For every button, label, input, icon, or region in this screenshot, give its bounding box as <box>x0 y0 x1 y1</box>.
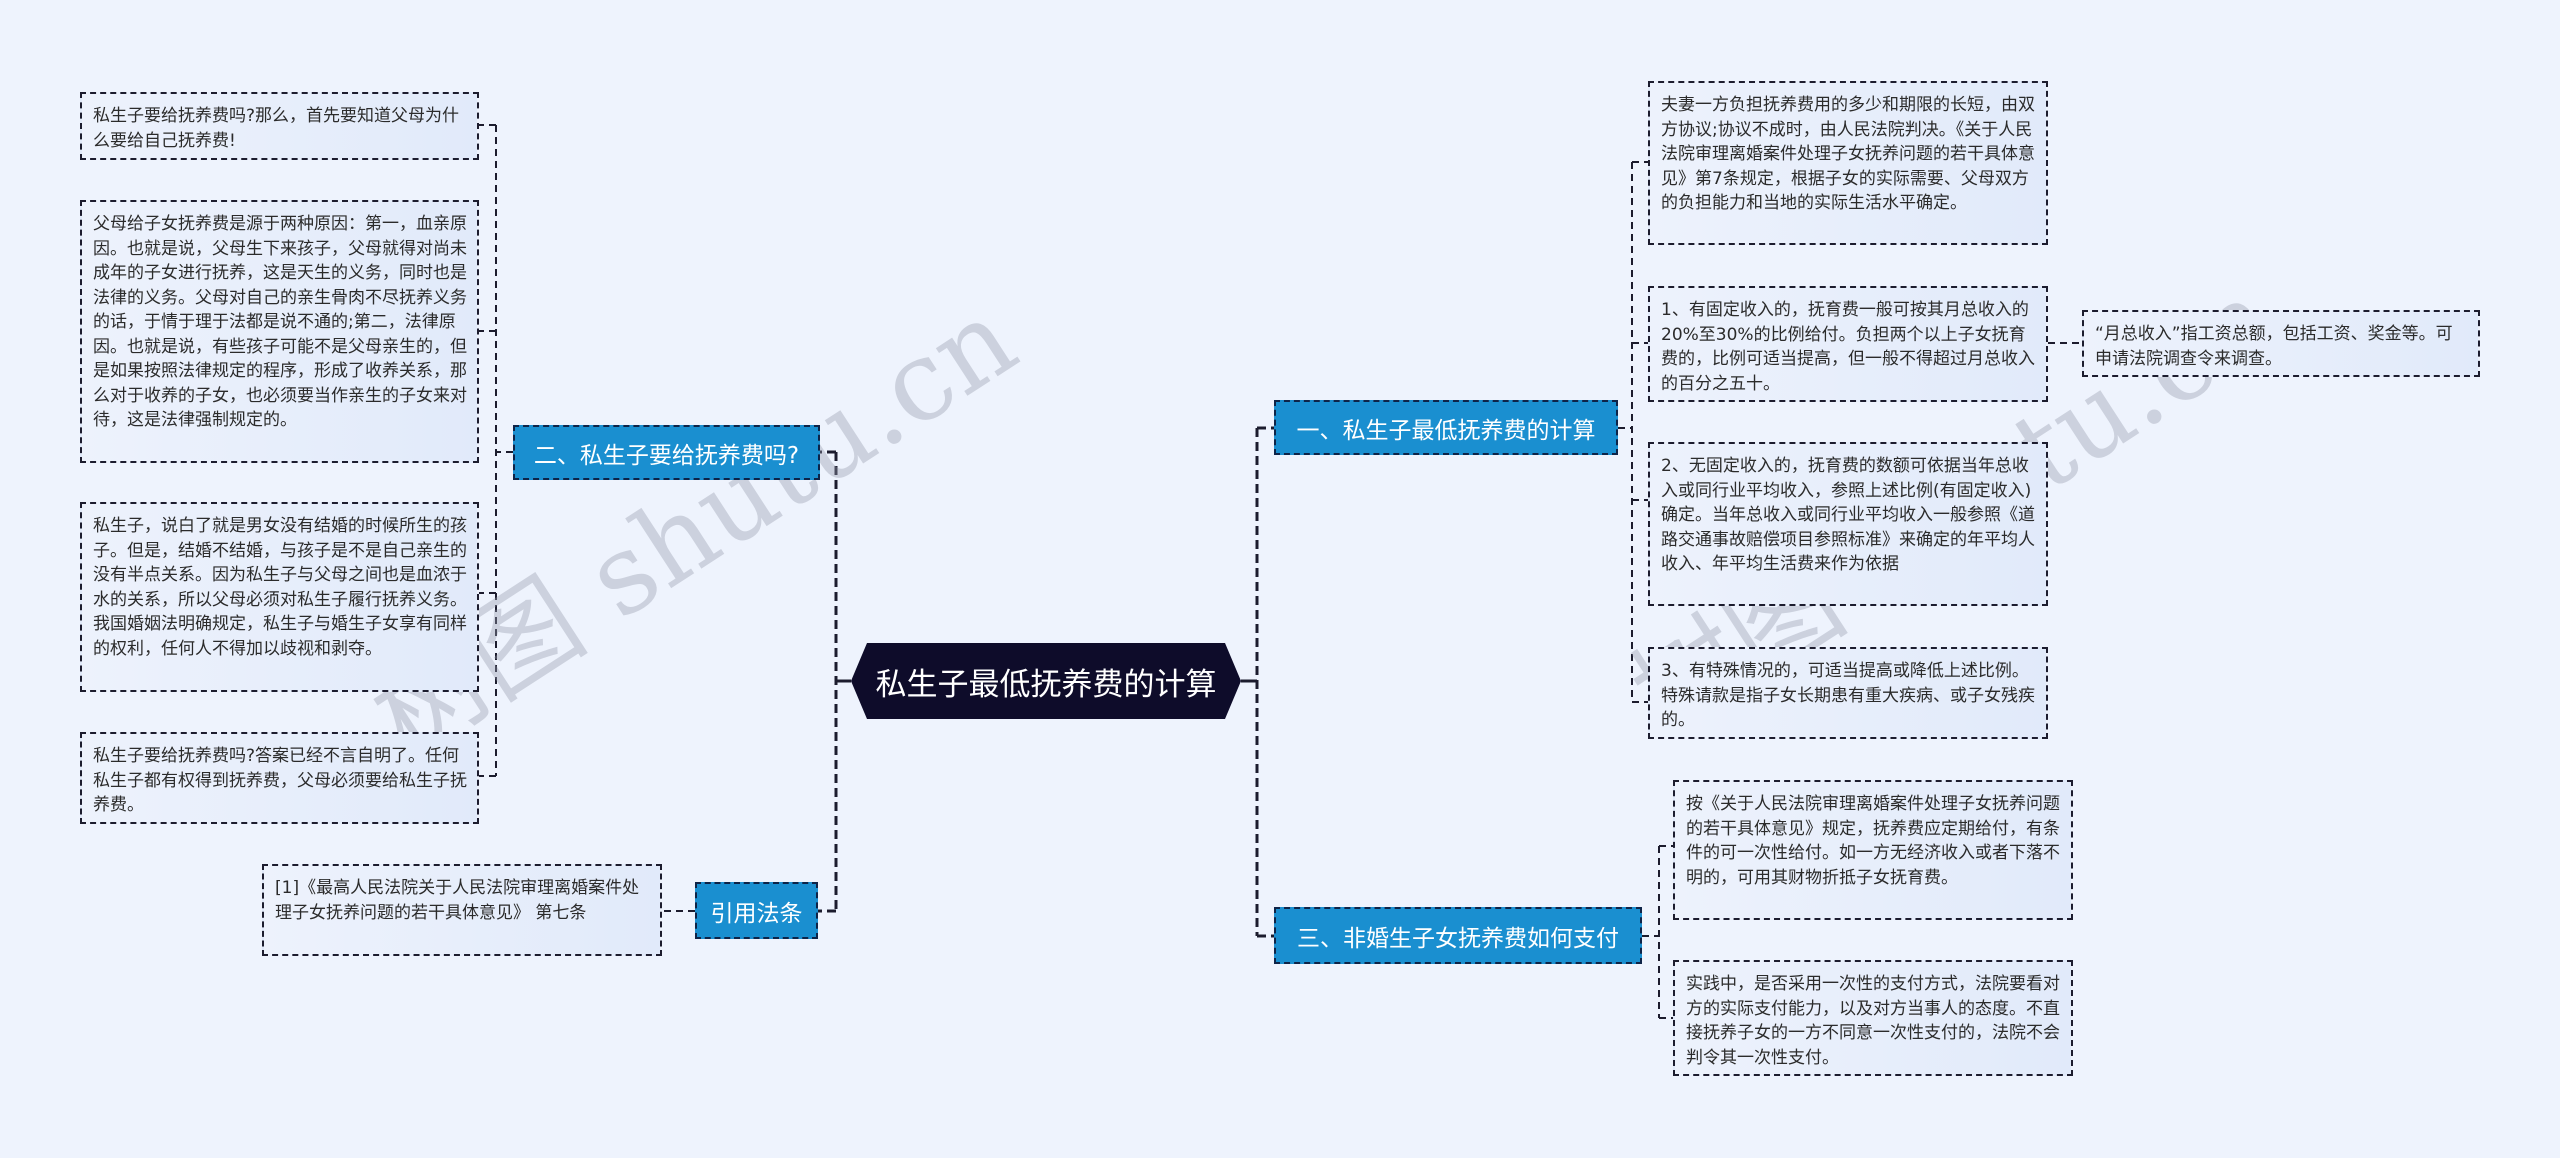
root-title: 私生子最低抚养费的计算 <box>875 666 1217 703</box>
leaf-two-reasons[interactable]: 父母给子女抚养费是源于两种原因：第一，血亲原因。也就是说，父母生下来孩子，父母就… <box>80 200 479 463</box>
leaf-law-citation[interactable]: [1]《最高人民法院关于人民法院审理离婚案件处理子女抚养问题的若干具体意见》 第… <box>262 864 662 956</box>
topic-label: 引用法条 <box>710 900 803 927</box>
leaf-periodic-payment[interactable]: 按《关于人民法院审理离婚案件处理子女抚养问题的若干具体意见》规定，抚养费应定期给… <box>1673 780 2073 920</box>
topic-should-pay-support[interactable]: 二、私生子要给抚养费吗? <box>513 425 820 480</box>
topic-payment-method[interactable]: 三、非婚生子女抚养费如何支付 <box>1274 907 1642 964</box>
leaf-agreement-or-judgment[interactable]: 夫妻一方负担抚养费用的多少和期限的长短，由双方协议;协议不成时，由人民法院判决。… <box>1648 81 2048 245</box>
leaf-no-fixed-income[interactable]: 2、无固定收入的，抚育费的数额可依据当年总收入或同行业平均收入，参照上述比例(有… <box>1648 442 2048 606</box>
leaf-fixed-income[interactable]: 1、有固定收入的，抚育费一般可按其月总收入的20%至30%的比例给付。负担两个以… <box>1648 286 2048 402</box>
topic-label: 一、私生子最低抚养费的计算 <box>1296 417 1596 444</box>
topic-minimum-support-calc[interactable]: 一、私生子最低抚养费的计算 <box>1274 400 1618 455</box>
topic-label: 二、私生子要给抚养费吗? <box>533 442 800 469</box>
leaf-monthly-income-note[interactable]: “月总收入”指工资总额，包括工资、奖金等。可申请法院调查令来调查。 <box>2082 310 2480 377</box>
leaf-answer-conclusion[interactable]: 私生子要给抚养费吗?答案已经不言自明了。任何私生子都有权得到抚养费，父母必须要给… <box>80 732 479 824</box>
leaf-lump-sum-practice[interactable]: 实践中，是否采用一次性的支付方式，法院要看对方的实际支付能力，以及对方当事人的态… <box>1673 960 2073 1076</box>
leaf-why-parents-pay[interactable]: 私生子要给抚养费吗?那么，首先要知道父母为什么要给自己抚养费! <box>80 92 479 160</box>
topic-label: 三、非婚生子女抚养费如何支付 <box>1297 925 1619 952</box>
root-node[interactable]: 私生子最低抚养费的计算 <box>851 643 1241 719</box>
leaf-illegitimate-definition[interactable]: 私生子，说白了就是男女没有结婚的时候所生的孩子。但是，结婚不结婚，与孩子是不是自… <box>80 502 479 692</box>
leaf-special-circumstances[interactable]: 3、有特殊情况的，可适当提高或降低上述比例。特殊请款是指子女长期患有重大疾病、或… <box>1648 647 2048 739</box>
topic-cited-law[interactable]: 引用法条 <box>695 882 818 939</box>
